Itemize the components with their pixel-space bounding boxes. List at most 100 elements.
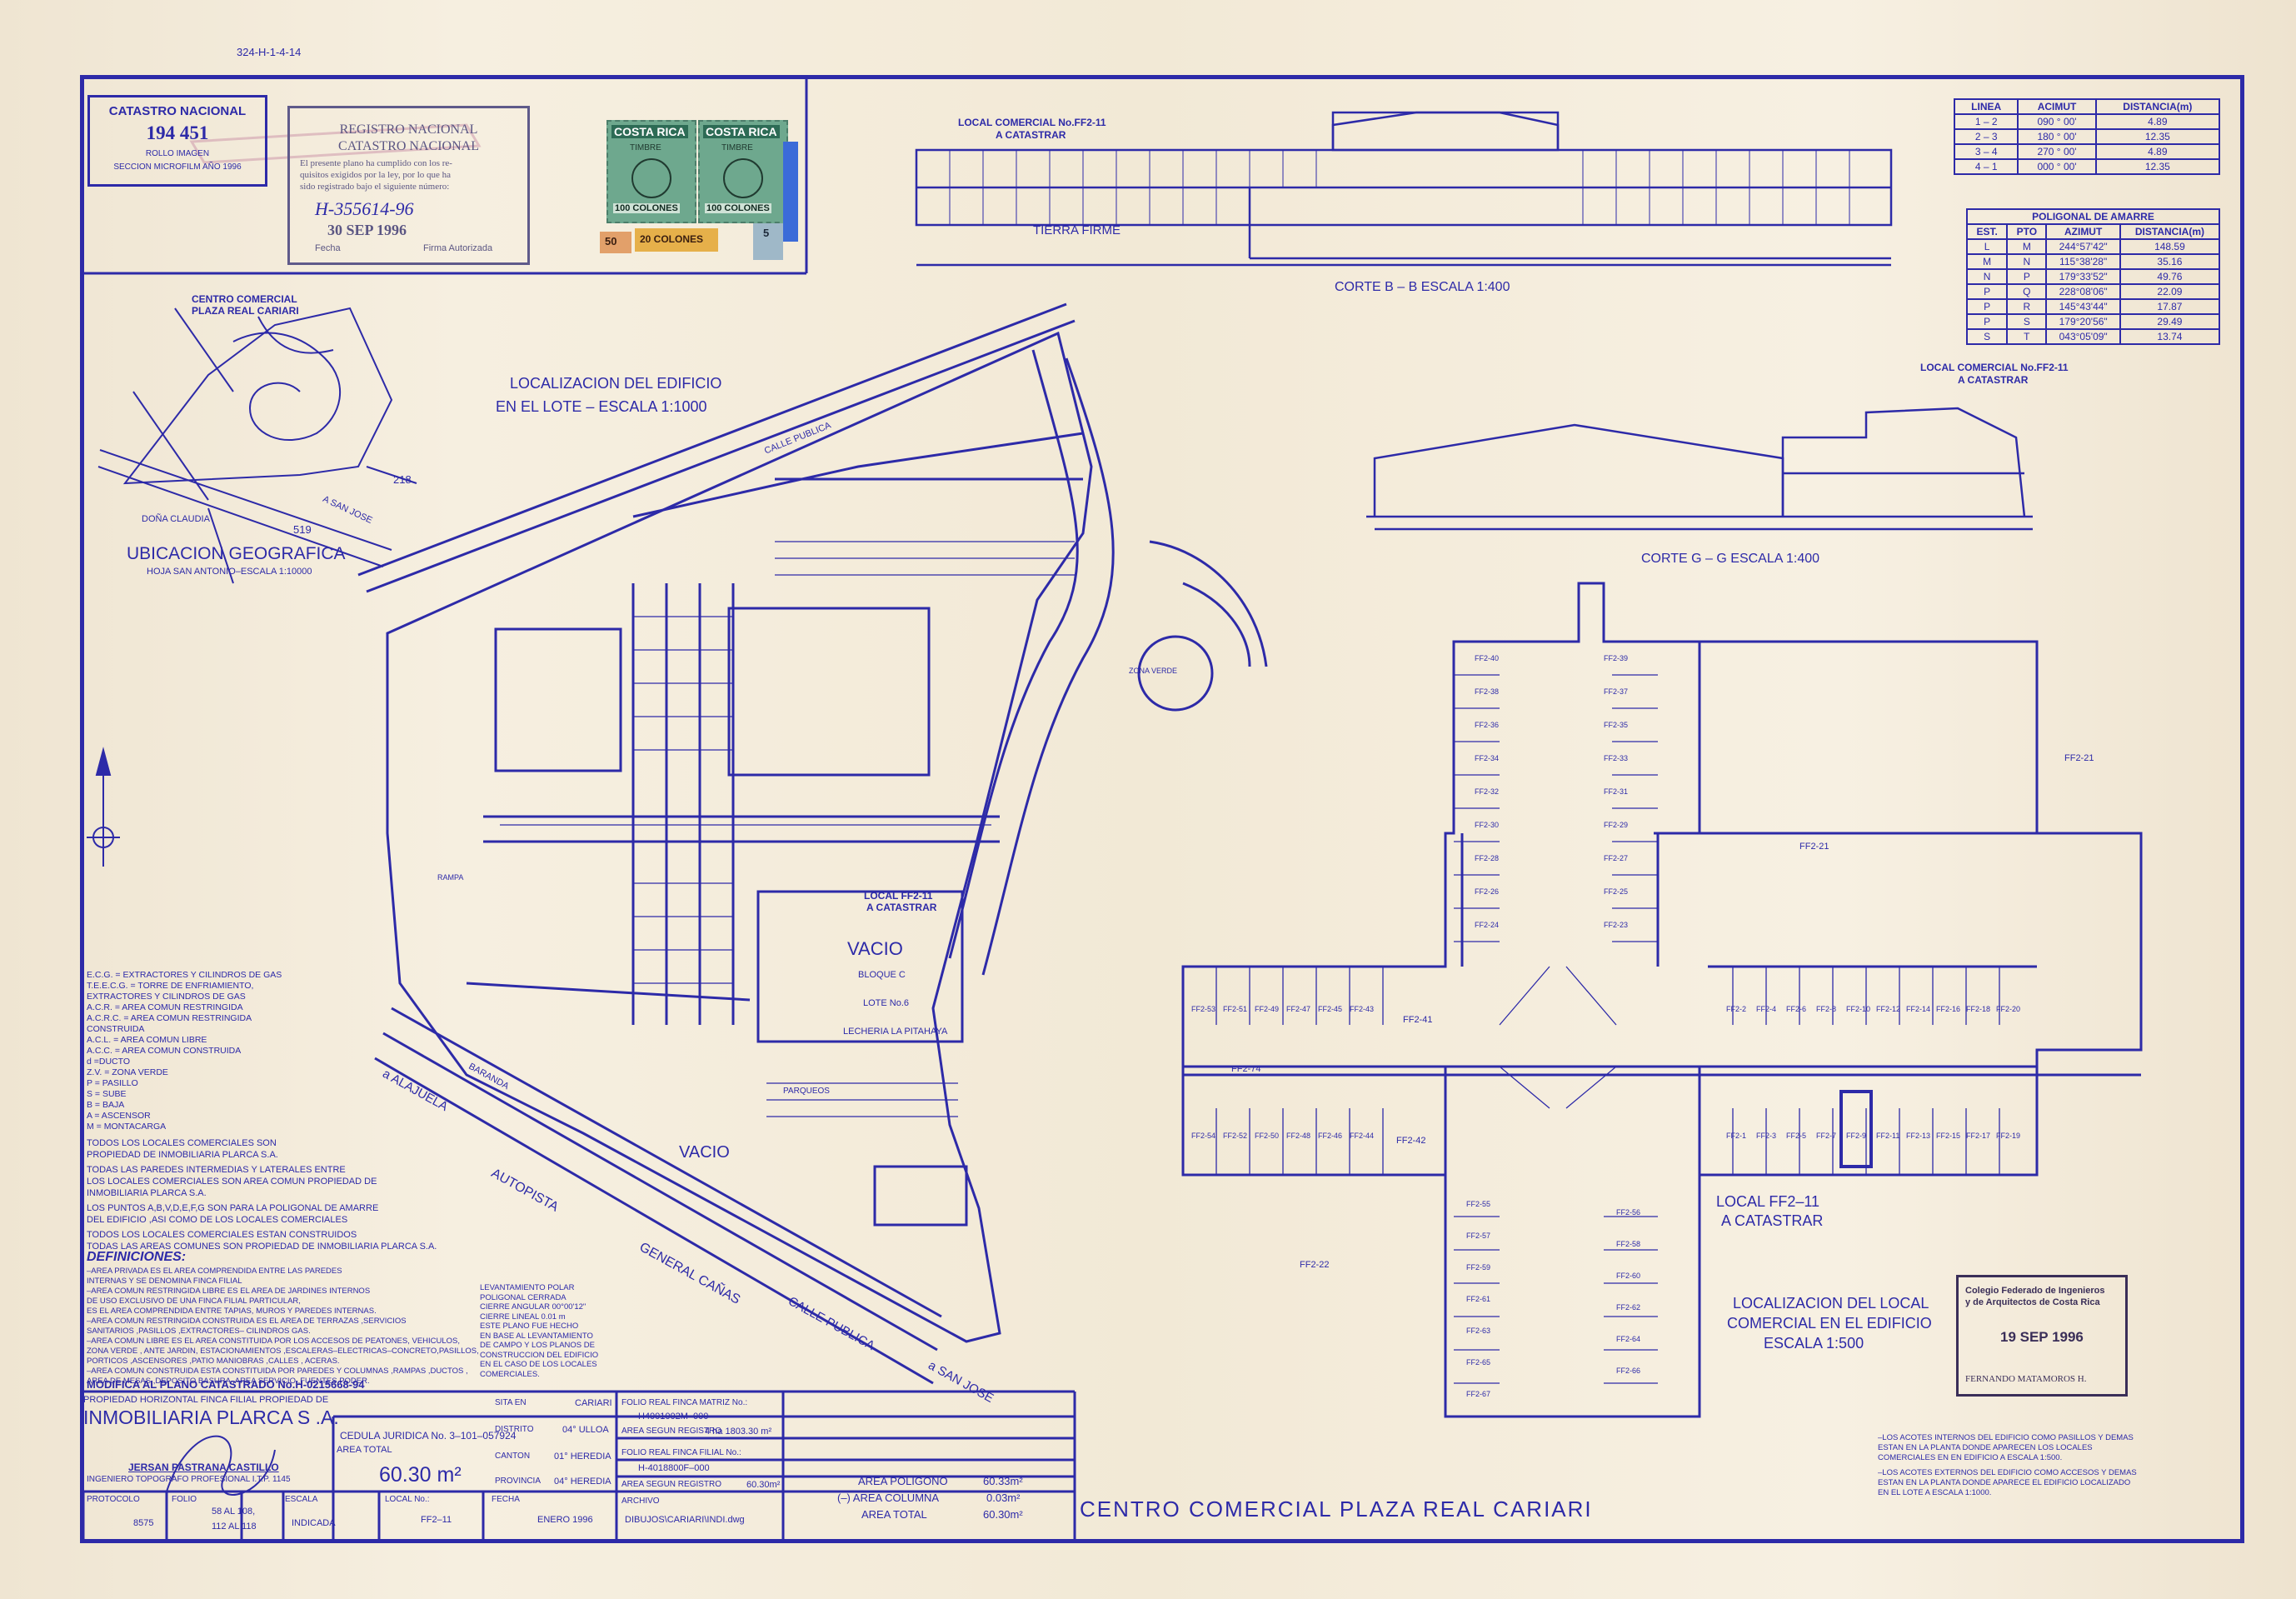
map-number-218: 218 [393,473,412,486]
notes-block: TODOS LOS LOCALES COMERCIALES SON PROPIE… [87,1137,453,1252]
drawing-frame [80,75,2244,1543]
cell: 090 ° 00' [2017,113,2097,130]
folio-label: FOLIO [172,1495,197,1504]
unit-ff2-42: FF2-42 [1396,1136,1426,1146]
cell: 043°05'09" [2045,328,2121,345]
area-total-value-2: 60.30m² [983,1508,1023,1521]
shop-label: FF2-44 [1350,1132,1375,1140]
definiciones-block: –AREA PRIVADA ES EL AREA COMPRENDIDA ENT… [87,1267,479,1387]
cell: 29.49 [2119,313,2221,330]
corte-bb-ground: TIERRA FIRME [1033,223,1121,237]
footnote-line: COMERCIALES EN EN EDIFICIO A ESCALA 1:50… [1878,1453,2063,1462]
shop-label: FF2-39 [1604,654,1629,662]
floorplan-acatastrar: A CATASTRAR [1721,1212,1824,1229]
area-total-value: 60.30 m² [379,1463,462,1487]
shop-label: FF2-31 [1604,787,1629,796]
registro-fecha-label: Fecha [315,243,341,253]
pto-header: PTO [2006,223,2048,240]
shop-label: FF2-60 [1616,1272,1641,1280]
shop-label: FF2-57 [1466,1232,1491,1240]
shop-label: FF2-9 [1846,1132,1867,1140]
area-registro-value-2: 60.30m² [746,1480,781,1490]
stamp2-value: 100 COLONES [705,203,771,213]
folio-value-2: 112 AL 118 [212,1522,257,1532]
legend-line: M = MONTACARGA [87,1122,167,1132]
shop-label: FF2-29 [1604,821,1629,829]
site-local-label: LOCAL FF2-11 [864,890,933,902]
lev-line: LEVANTAMIENTO POLAR [480,1283,575,1292]
archivo-label: ARCHIVO [621,1497,660,1506]
map-road-label: DOÑA CLAUDIA [142,514,210,524]
azimut-header: AZIMUT [2045,223,2121,240]
main-title: CENTRO COMERCIAL PLAZA REAL CARIARI [1080,1497,1593,1522]
def-line: ZONA VERDE , ANTE JARDIN, ESTACIONAMIENT… [87,1347,479,1356]
colegio-date: 19 SEP 1996 [2000,1329,2084,1345]
linea-header-row: LINEA ACIMUT DISTANCIA(m) [1953,98,2221,115]
stamp1-value: 100 COLONES [613,203,680,213]
colegio-line1: Colegio Federado de Ingenieros [1965,1286,2105,1296]
revenue-stamp-1: COSTA RICA TIMBRE 100 COLONES [606,120,696,223]
escala-value: INDICADA [292,1518,336,1528]
fecha-value: ENERO 1996 [537,1515,593,1525]
def-line: –AREA COMUN RESTRINGIDA LIBRE ES EL AREA… [87,1287,371,1296]
canton-label: CANTON [495,1452,531,1461]
shop-label: FF2-16 [1936,1005,1961,1013]
escala-label: ESCALA [285,1495,318,1504]
legend-line: A.C.C. = AREA COMUN CONSTRUIDA [87,1046,242,1056]
stamp2-seal-icon [723,158,763,198]
poligonal-title-row: POLIGONAL DE AMARRE [1966,208,2220,225]
def-line: –AREA PRIVADA ES EL AREA COMPRENDIDA ENT… [87,1267,342,1276]
colegio-stamp: Colegio Federado de Ingenieros y de Arqu… [1956,1275,2128,1397]
legend-line: T.E.E.C.G. = TORRE DE ENFRIAMIENTO, [87,981,254,991]
def-line: AREA DE MESAS ,DEPOSITO BASURA ,AREA SER… [87,1377,370,1386]
unit-ff2-21: FF2-21 [2064,753,2094,763]
shop-label: FF2-47 [1286,1005,1311,1013]
shop-label: FF2-8 [1816,1005,1837,1013]
lev-line: ESTE PLANO FUE HECHO [480,1322,579,1331]
cell: P [1965,313,2009,330]
legend-line: B = BAJA [87,1100,125,1110]
lev-line: EN BASE AL LEVANTAMIENTO [480,1331,593,1341]
area-columna-label: (–) AREA COLUMNA [837,1492,940,1504]
canton-value: 01° HEREDIA [554,1452,611,1462]
registro-body3: sido registrado bajo el siguiente número… [300,182,450,192]
folio-matriz-label: FOLIO REAL FINCA MATRIZ No.: [621,1398,748,1407]
shop-label: FF2-52 [1223,1132,1248,1140]
catastro-line1: ROLLO IMAGEN [145,149,210,158]
floorplan-title-2: COMERCIAL EN EL EDIFICIO [1727,1315,1932,1332]
surveyor-name: JERSAN PASTRANA CASTILLO [128,1462,279,1473]
corte-bb-title: CORTE B – B ESCALA 1:400 [1335,280,1510,294]
revenue-stamp-20: 20 COLONES [635,228,718,252]
shop-label: FF2-13 [1906,1132,1931,1140]
legend-line: A.C.R. = AREA COMUN RESTRINGIDA [87,1002,243,1012]
shop-label: FF2-11 [1876,1132,1900,1140]
catastro-line2: SECCION MICROFILM AÑO 1996 [113,162,242,172]
fecha-label: FECHA [492,1495,520,1504]
shop-label: FF2-27 [1604,854,1629,862]
note-line: DEL EDIFICIO ,ASI COMO DE LOS LOCALES CO… [87,1215,348,1225]
poligonal-table: POLIGONAL DE AMARRE EST. PTO AZIMUT DIST… [1965,208,2221,345]
distrito-label: DISTRITO [495,1425,534,1434]
shop-label: FF2-35 [1604,721,1629,729]
cell: 2 – 3 [1953,128,2019,145]
cell: Q [2006,283,2048,300]
distancia-header: DISTANCIA(m) [2119,223,2221,240]
cell: 4.89 [2094,113,2221,130]
legend-line: S = SUBE [87,1089,127,1099]
local-value: FF2–11 [421,1515,452,1525]
folio-filial-label: FOLIO REAL FINCA FILIAL No.: [621,1448,741,1457]
cell: 148.59 [2119,238,2221,255]
est-header: EST. [1965,223,2009,240]
unit-ff2-41: FF2-41 [1403,1015,1433,1025]
cell: N [1965,268,2009,285]
lev-line: CIERRE ANGULAR 00°00'12" [480,1302,586,1312]
shop-label: FF2-4 [1756,1005,1777,1013]
cell: 12.35 [2094,158,2221,175]
cell: L [1965,238,2009,255]
footnote-line: ESTAN EN LA PLANTA DONDE APARECEN LOS LO… [1878,1443,2093,1452]
shop-label: FF2-67 [1466,1390,1491,1398]
sita-label: SITA EN [495,1398,527,1407]
